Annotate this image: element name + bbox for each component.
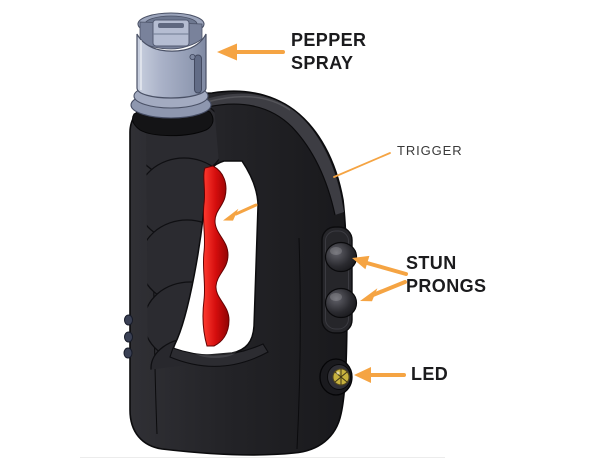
grip-inner-shelf xyxy=(169,342,269,367)
label-stun-prongs: STUN PRONGS xyxy=(406,252,486,298)
stun-prong-bottom xyxy=(324,287,358,319)
label-stun-prongs-line1: STUN xyxy=(406,253,457,273)
head-top-face xyxy=(206,93,344,215)
stun-prong-top xyxy=(324,241,358,273)
baseline-divider xyxy=(80,457,445,458)
label-pepper-spray-line2: SPRAY xyxy=(291,53,354,73)
label-trigger: TRIGGER xyxy=(397,143,463,158)
label-led: LED xyxy=(411,364,449,384)
led xyxy=(319,358,353,396)
label-pepper-spray: PEPPER SPRAY xyxy=(291,29,366,75)
spray-nozzle xyxy=(152,19,190,47)
pepper-spray-canister xyxy=(130,12,214,137)
label-stun-prongs-line2: PRONGS xyxy=(406,276,487,296)
left-edge-screws xyxy=(123,314,133,359)
label-pepper-spray-line1: PEPPER xyxy=(291,30,367,50)
trigger xyxy=(202,165,230,347)
